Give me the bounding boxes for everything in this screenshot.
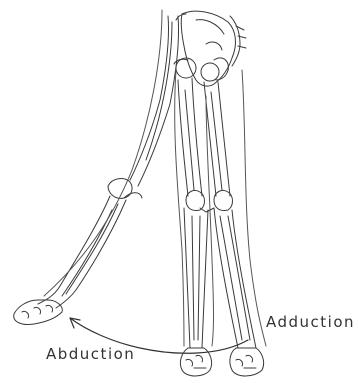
adduction-label: Adduction xyxy=(266,315,355,330)
leg-outlines xyxy=(44,10,266,346)
abduction-label: Abduction xyxy=(46,347,135,362)
neutral-lower-leg xyxy=(184,208,208,348)
neutral-femur xyxy=(174,58,202,196)
right-foot xyxy=(230,348,264,376)
abducted-lower-leg xyxy=(38,196,126,308)
pelvis xyxy=(176,11,246,86)
right-lower-leg xyxy=(214,208,256,348)
abducted-femur xyxy=(130,16,179,186)
